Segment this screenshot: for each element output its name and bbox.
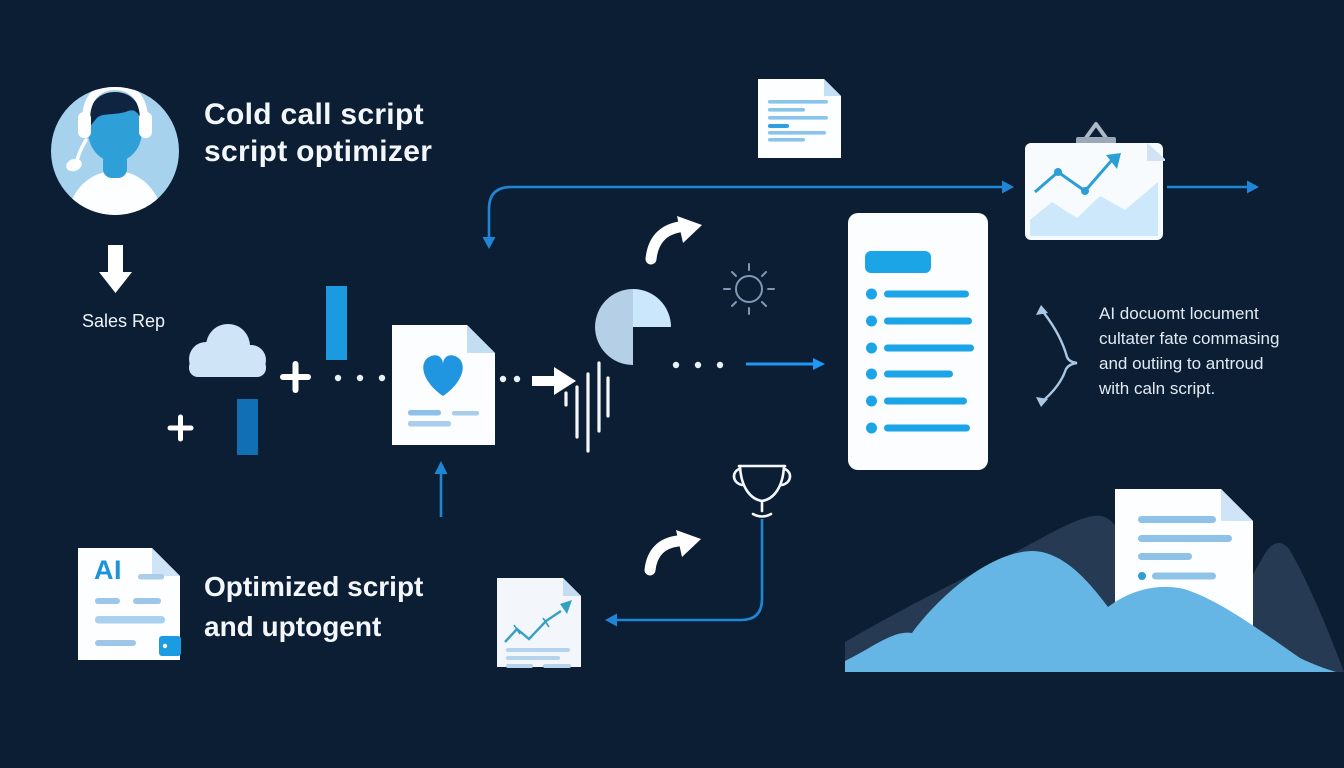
sun-icon: [723, 263, 775, 315]
brace-arrows-icon: [1036, 305, 1078, 407]
result-line-1: Optimized script: [204, 571, 424, 602]
plus-icon: [167, 361, 311, 442]
curved-arrow-bottom-icon: [644, 530, 701, 576]
down-arrow-icon: [99, 245, 132, 293]
l-connector: [605, 519, 764, 627]
sales-rep-label: Sales Rep: [82, 311, 166, 331]
result-label: Optimized script and uptogent: [204, 567, 423, 647]
ai-document-badge: AI: [94, 555, 122, 585]
small-arrow-connector: [746, 358, 825, 370]
ai-document-icon: [78, 548, 181, 660]
right-arrow-icon: [532, 367, 576, 395]
title-line-1: Cold call script: [204, 98, 424, 131]
annotation-line-1: AI docuomt locument: [1099, 304, 1259, 323]
annotation-line-2: cultater fate commasing: [1099, 329, 1280, 348]
chart-clipboard-icon: [1025, 122, 1165, 240]
title-line-2: script optimizer: [204, 135, 433, 168]
script-document-icon: [758, 79, 841, 158]
flow-line-right: [1167, 180, 1259, 194]
flow-line-top: [482, 180, 1014, 249]
annotation-text: AI docuomt locument cultater fate commas…: [1099, 301, 1279, 401]
up-arrow-connector: [434, 461, 448, 517]
trophy-icon: [732, 464, 792, 518]
bar-icon: [237, 286, 347, 455]
result-line-2: and uptogent: [204, 611, 382, 642]
dotted-connector-mid: [499, 375, 521, 383]
front-mountain: [845, 551, 1336, 672]
call-agent-avatar-icon: [51, 87, 179, 215]
report-document-icon: [497, 578, 581, 668]
dotted-connector-right: [672, 361, 724, 369]
annotation-line-4: with caln script.: [1099, 379, 1216, 398]
curved-arrow-top-icon: [645, 216, 702, 265]
cloud-icon: [189, 324, 266, 377]
sound-wave-icon: [564, 361, 610, 453]
heart-document-icon: [392, 325, 495, 445]
checklist-panel: [848, 213, 988, 470]
page-title: Cold call script script optimizer: [204, 96, 432, 170]
annotation-line-3: and outiing to antroud: [1099, 354, 1264, 373]
dotted-connector-left: [334, 374, 386, 382]
pie-chart-icon: [595, 289, 671, 365]
